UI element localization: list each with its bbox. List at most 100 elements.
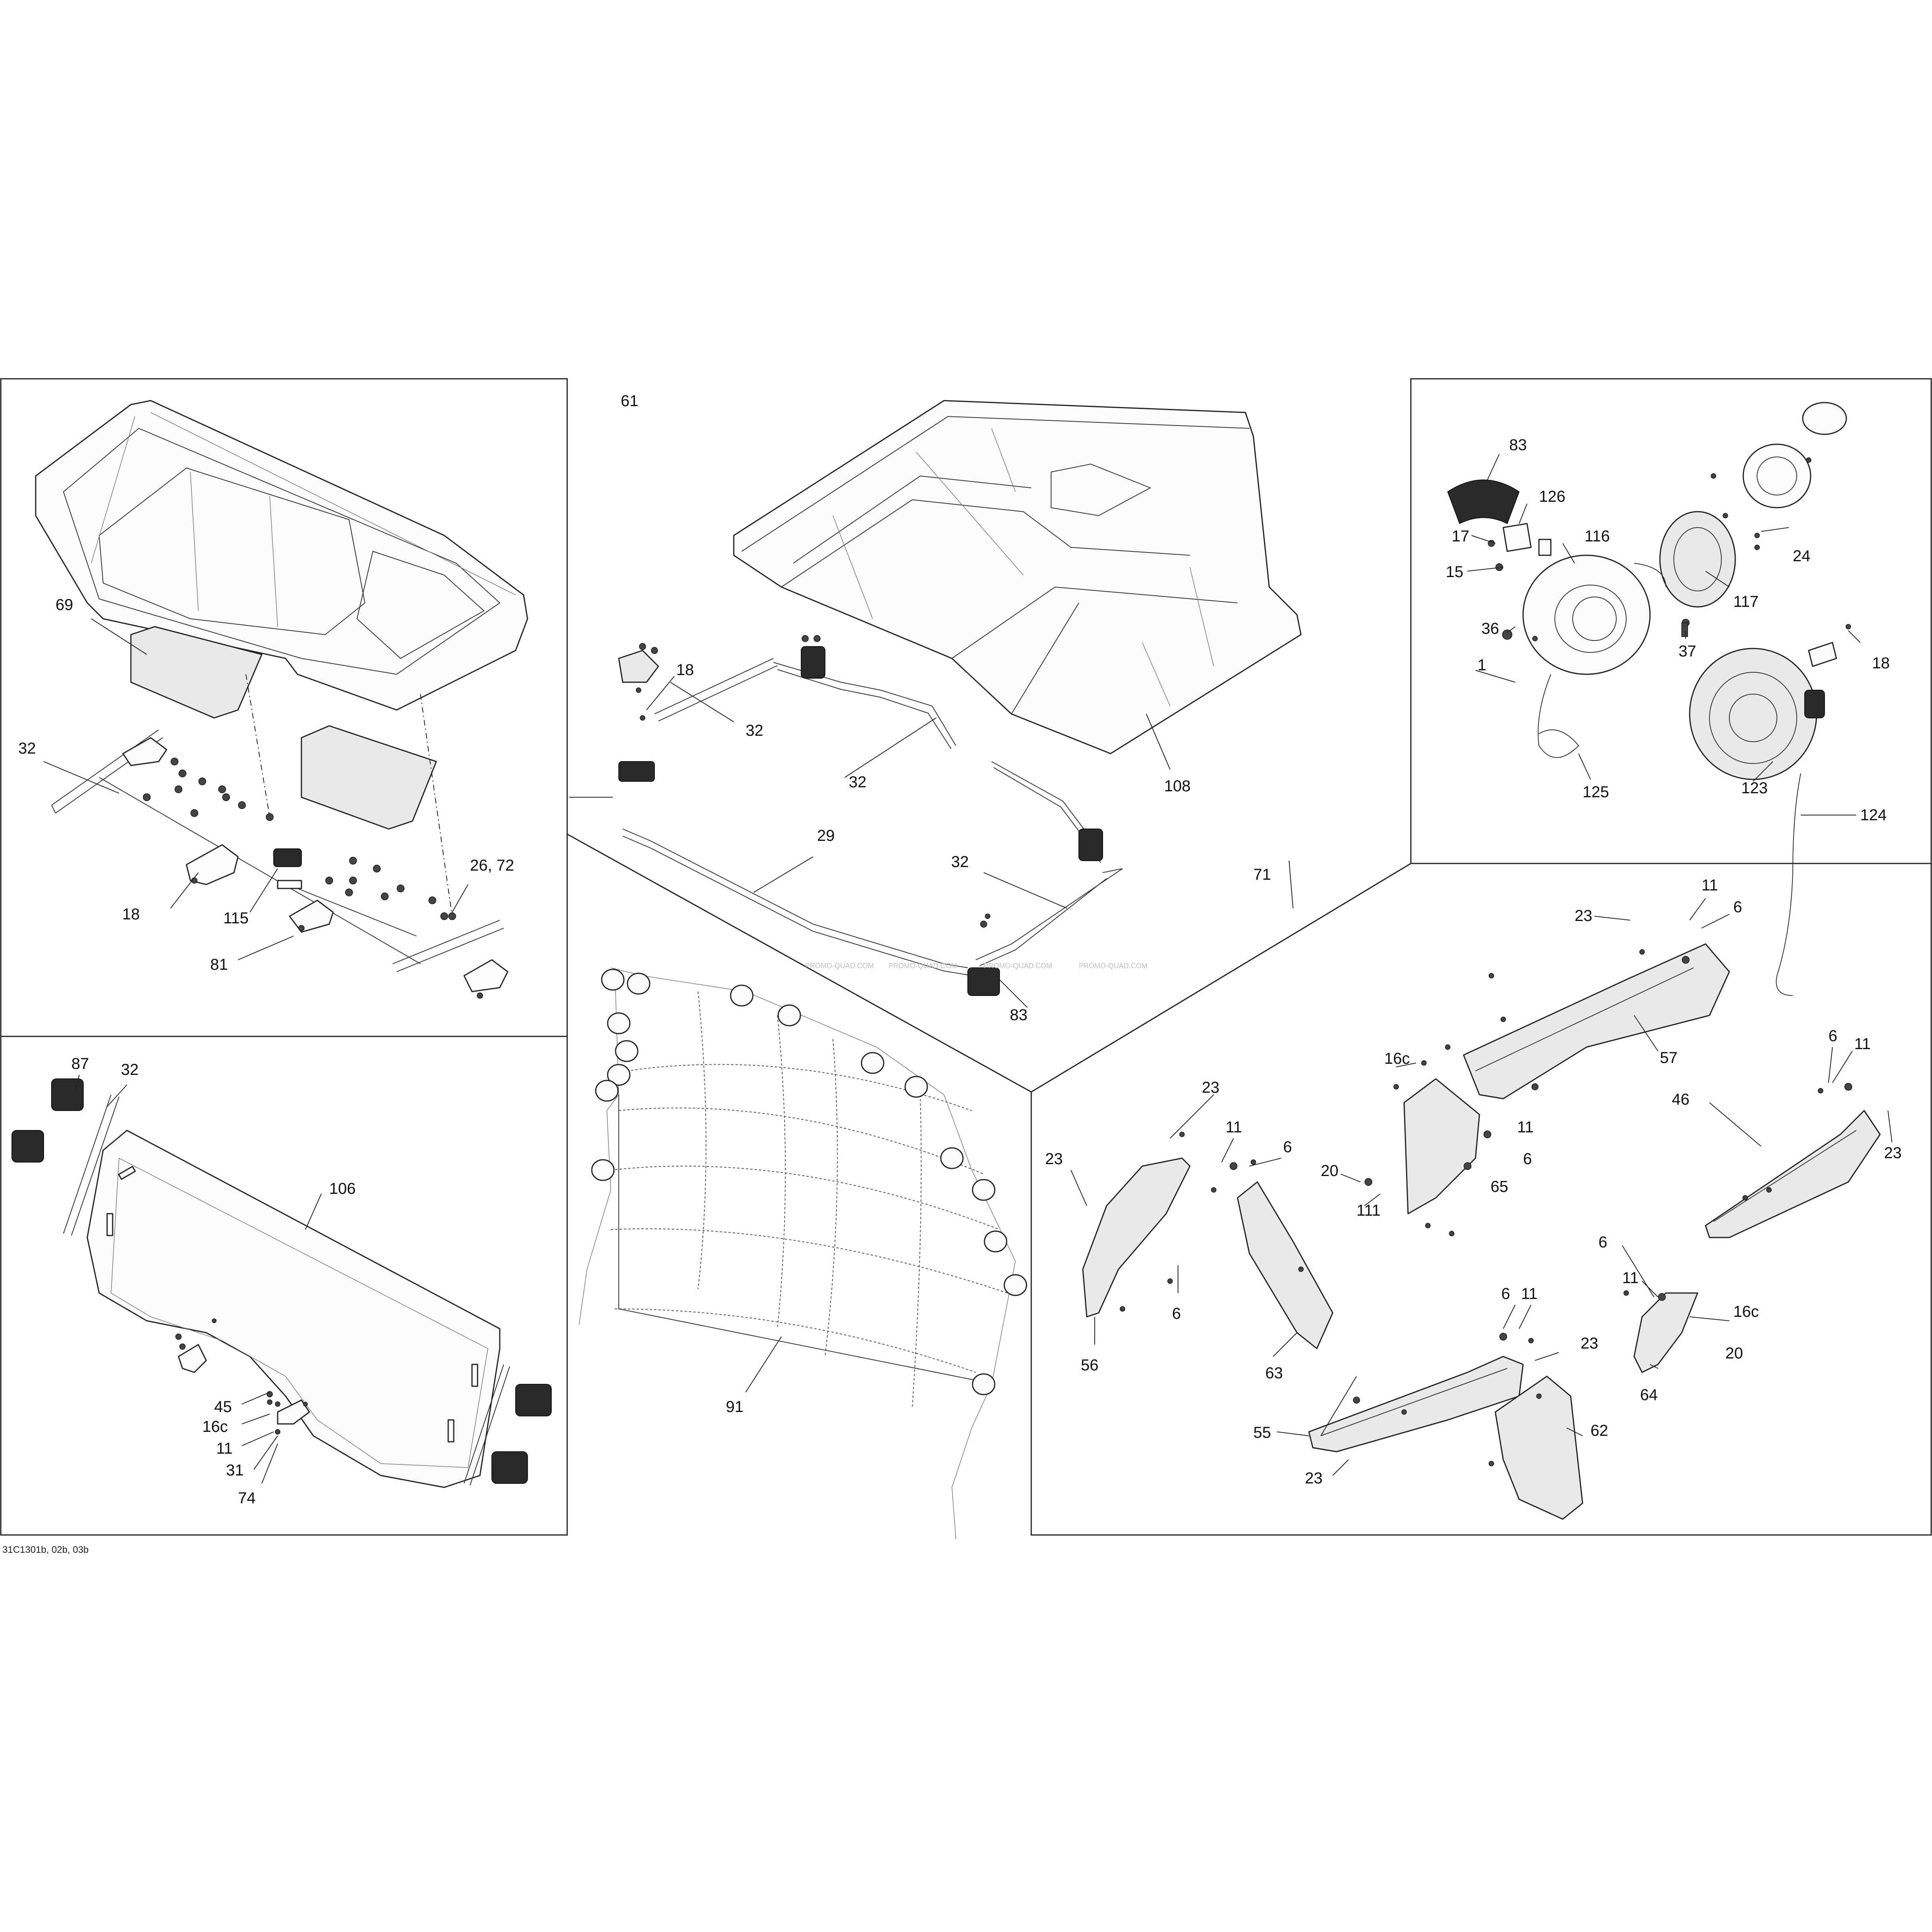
callout-57: 57: [1660, 1049, 1678, 1067]
trim-63: [1237, 1181, 1333, 1349]
callout-15: 15: [1446, 563, 1464, 581]
panel-fenders-outline: [1030, 863, 1932, 1536]
seal-right: [464, 1364, 510, 1486]
callout-37: 37: [1679, 643, 1696, 660]
panel-frames: [0, 378, 1932, 1536]
bracket-18: [186, 844, 239, 885]
watermark-4: PROMO-QUAD.COM: [1079, 962, 1147, 970]
trim-65: [1403, 1078, 1480, 1214]
callout-23-e: 23: [1581, 1335, 1598, 1352]
callout-117: 117: [1733, 593, 1759, 610]
panel-speaker: [1410, 378, 1932, 864]
callout-23-c: 23: [1045, 1150, 1063, 1168]
callout-16c-a: 16c: [1384, 1050, 1410, 1067]
callout-64: 64: [1640, 1386, 1658, 1404]
net-91: [579, 967, 1016, 1539]
speaker-bezel: [1742, 443, 1811, 508]
callout-62: 62: [1590, 1422, 1608, 1439]
panel-windshield: [0, 1036, 568, 1536]
callout-32-b: 32: [849, 773, 867, 791]
callout-65: 65: [1491, 1178, 1508, 1195]
callout-29: 29: [817, 827, 835, 844]
wire-125: [1538, 674, 1579, 758]
callout-18-center: 18: [676, 661, 694, 679]
callout-56: 56: [1081, 1356, 1099, 1374]
seal-32-b: [773, 662, 956, 749]
pad-69-right: [301, 725, 437, 830]
watermark-2: PROMO-QUAD.COM: [888, 962, 957, 970]
callout-11-d: 11: [1854, 1035, 1871, 1053]
grille-cover-83: [1447, 480, 1520, 524]
callout-18: 18: [122, 906, 140, 923]
callout-6-g: 6: [1501, 1285, 1510, 1303]
callout-91: 91: [726, 1398, 744, 1416]
callout-125: 125: [1583, 783, 1609, 801]
callout-18-speaker: 18: [1872, 654, 1890, 672]
callout-46: 46: [1672, 1091, 1690, 1108]
roof-shell-61: [35, 400, 528, 711]
callout-126: 126: [1539, 488, 1566, 505]
callout-111: 111: [1356, 1202, 1381, 1219]
fasteners-p6: [1120, 949, 1852, 1466]
callout-11-windshield: 11: [216, 1440, 233, 1457]
clip-87-b: [12, 1130, 44, 1163]
speaker-cap: [1802, 402, 1847, 435]
callout-11-e: 11: [1622, 1269, 1639, 1287]
callout-123: 123: [1741, 779, 1768, 797]
clip-87-a: [51, 1078, 84, 1111]
callout-11-f: 11: [1521, 1285, 1538, 1303]
callout-116: 116: [1585, 528, 1610, 545]
clip-83-top: [801, 646, 825, 679]
callout-6-b: 6: [1283, 1138, 1292, 1156]
callout-6-d: 6: [1172, 1305, 1181, 1322]
net-clips: [591, 969, 1027, 1395]
clip-83-bottom: [967, 967, 1000, 996]
speaker-assembled-123: [1689, 648, 1817, 780]
seal-32-d: [975, 868, 1123, 966]
callout-23-b: 23: [1202, 1079, 1220, 1096]
callout-32: 32: [18, 740, 36, 757]
callout-71: 71: [1253, 866, 1271, 883]
callout-6-a: 6: [1733, 898, 1742, 916]
watermark-1: PROMO-QUAD.COM: [805, 962, 874, 970]
drawing-code: 31C1301b, 02b, 03b: [2, 1544, 89, 1555]
callout-23-d: 23: [1884, 1144, 1902, 1162]
speaker-assembly: 83 17 126 15 116 36 1 125 37 117 24 18 1…: [1446, 402, 1890, 996]
callout-115: 115: [223, 909, 249, 927]
bracket-right: [463, 959, 508, 992]
roof-assembly-left: 61 69 32 18 115 81 26, 72: [18, 392, 639, 999]
roof-assembly-center: PROMO-QUAD.COM PROMO-QUAD.COM PROMO-QUAD…: [618, 400, 1302, 1024]
callout-24: 24: [1793, 547, 1811, 565]
callout-23-f: 23: [1305, 1470, 1323, 1487]
callout-16c-windshield: 16c: [202, 1418, 228, 1435]
pad-69-left: [130, 626, 263, 719]
seal-29: [622, 829, 968, 975]
hinge-31: [277, 1399, 310, 1425]
callout-26-72: 26, 72: [470, 857, 514, 874]
block-117-small: [1538, 539, 1552, 556]
callout-83-speaker: 83: [1509, 436, 1527, 454]
seal-32-windshield: [63, 1094, 119, 1236]
callout-32-windshield: 32: [121, 1061, 139, 1078]
clip-87-d: [491, 1451, 528, 1484]
clip-83-mid: [1078, 829, 1103, 861]
bracket-81: [289, 900, 334, 933]
callout-69: 69: [56, 596, 73, 614]
callout-32-a: 32: [746, 722, 764, 739]
callout-6-f: 6: [1598, 1234, 1607, 1251]
callout-87: 87: [71, 1055, 89, 1072]
callout-61: 61: [621, 392, 639, 410]
callout-55: 55: [1253, 1424, 1271, 1441]
rear-net-assembly: 91: [579, 967, 1027, 1539]
callout-16c-b: 16c: [1733, 1303, 1759, 1320]
seal-32-a: [654, 658, 778, 721]
fender-assembly: 23 11 6 57 16c 23 11 6 23 20 111 11 6 65…: [1045, 877, 1902, 1520]
bracket-126: [1502, 523, 1532, 552]
trim-55: [1308, 1356, 1524, 1452]
callout-11-c: 11: [1517, 1119, 1534, 1136]
callout-124: 124: [1860, 806, 1887, 824]
trim-64: [1633, 1292, 1698, 1373]
callout-11-a: 11: [1702, 877, 1718, 894]
trim-62: [1495, 1376, 1583, 1520]
